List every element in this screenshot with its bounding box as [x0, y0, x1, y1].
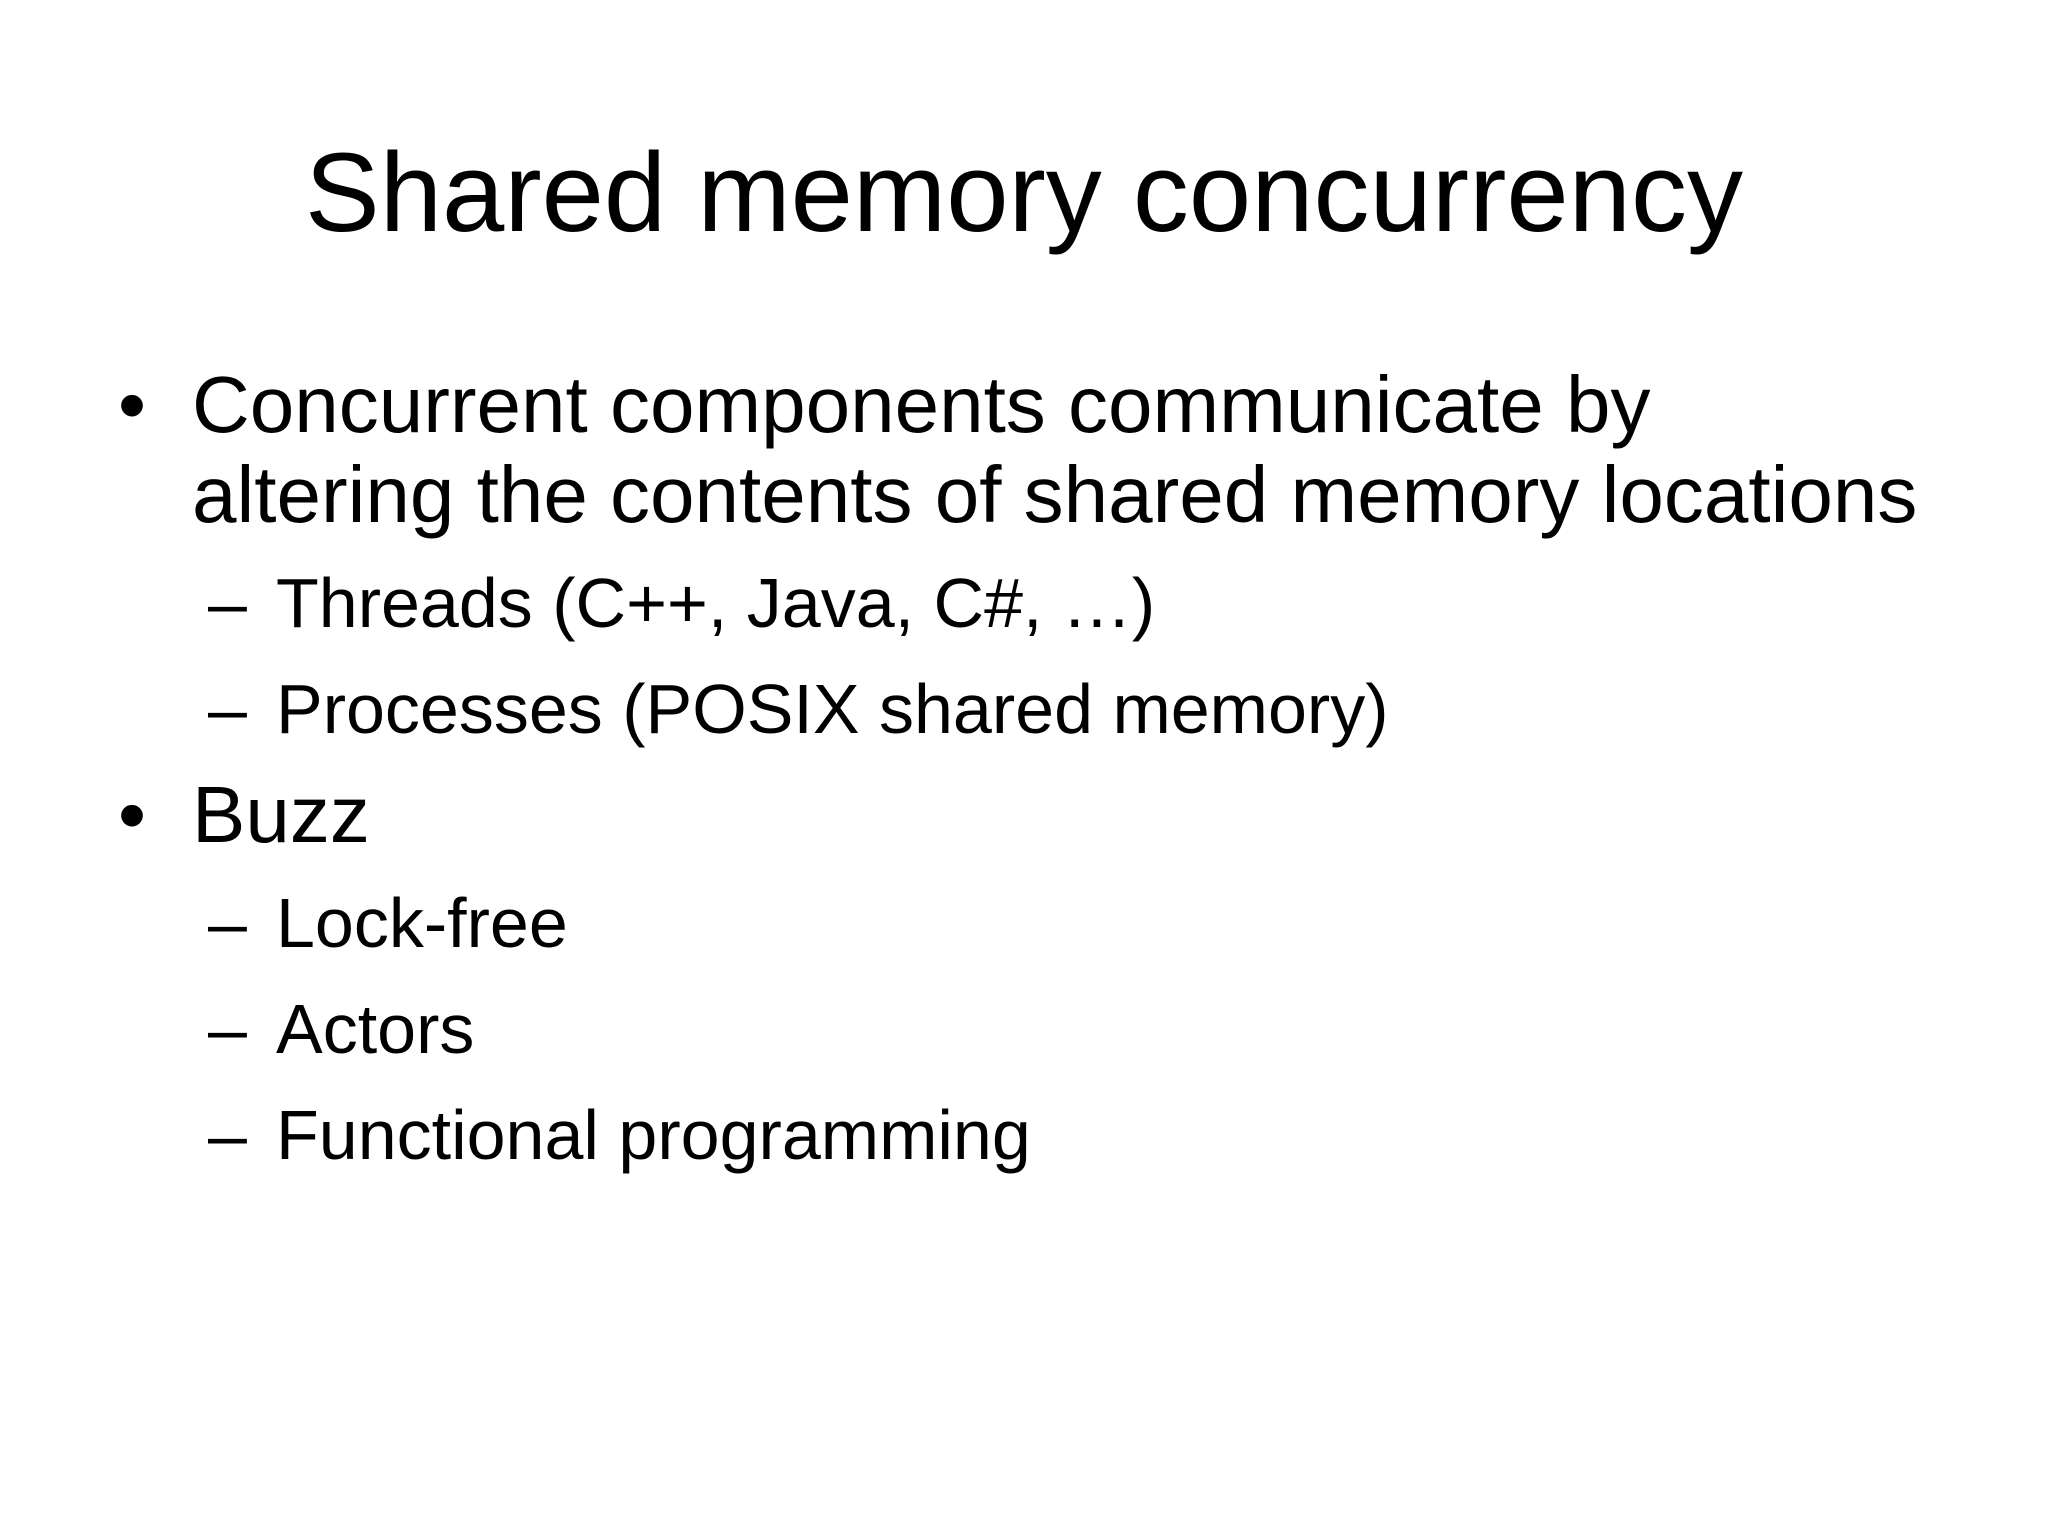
sub-item-text: Processes (POSIX shared memory) [276, 670, 1389, 748]
sub-item-threads: – Threads (C++, Java, C#, …) [118, 558, 1998, 648]
sub-item-marker: – [208, 1096, 247, 1174]
bullet-marker: • [118, 770, 147, 859]
sub-item-text: Actors [276, 990, 475, 1068]
sub-item-marker: – [208, 564, 247, 642]
bullet-concurrent-components: • Concurrent components communicate by a… [118, 360, 1998, 540]
sub-item-lock-free: – Lock-free [118, 878, 1998, 968]
slide-content: • Concurrent components communicate by a… [118, 360, 1998, 1196]
bullet-text-line: altering the contents of shared memory l… [192, 450, 1918, 539]
bullet-buzz: • Buzz [118, 770, 1998, 860]
sub-item-processes: – Processes (POSIX shared memory) [118, 664, 1998, 754]
sub-item-text: Functional programming [276, 1096, 1031, 1174]
bullet-subitems: – Threads (C++, Java, C#, …) – Processes… [118, 558, 1998, 754]
bullet-text-line: Concurrent components communicate by [192, 360, 1651, 449]
bullet-text-line: Buzz [192, 770, 370, 859]
slide-title: Shared memory concurrency [305, 130, 1743, 255]
sub-item-text: Lock-free [276, 884, 568, 962]
bullet-subitems: – Lock-free – Actors – Functional progra… [118, 878, 1998, 1180]
sub-item-marker: – [208, 670, 247, 748]
sub-item-text: Threads (C++, Java, C#, …) [276, 564, 1156, 642]
sub-item-marker: – [208, 990, 247, 1068]
sub-item-marker: – [208, 884, 247, 962]
sub-item-functional-programming: – Functional programming [118, 1090, 1998, 1180]
bullet-marker: • [118, 360, 147, 449]
sub-item-actors: – Actors [118, 984, 1998, 1074]
